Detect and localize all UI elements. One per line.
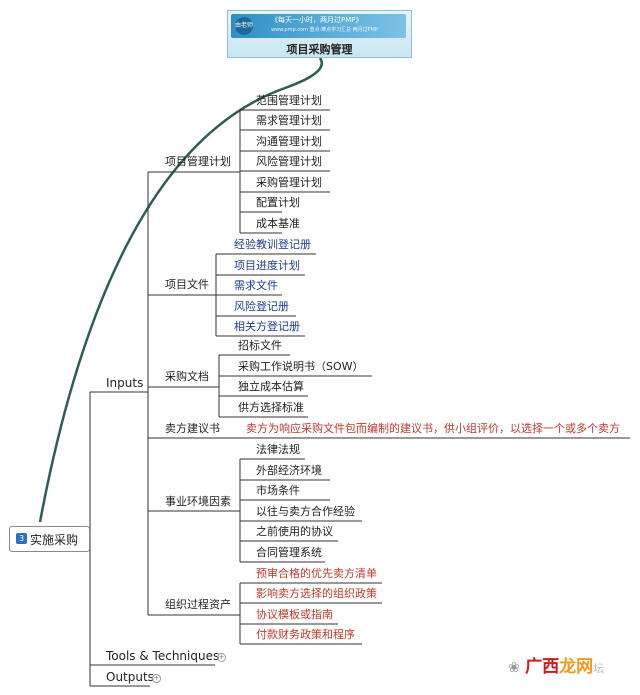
expand-icon[interactable]: + [152,674,161,683]
list-item[interactable]: 独立成本估算 [238,380,304,393]
watermark-logo: ❀ 广西龙网坛 [508,652,604,677]
list-item[interactable]: 市场条件 [256,484,300,497]
expand-icon[interactable]: + [217,653,226,662]
root-node[interactable]: 由老师 《每天一小时，两月过PMP》 www.pmp.com 重点·难点学习汇总… [227,10,412,58]
watermark-part: 广西 [525,657,560,677]
list-item[interactable]: 协议模板或指南 [256,608,333,621]
group-label[interactable]: 采购文档 [165,370,209,383]
watermark-part: 龙网 [559,657,594,677]
root-title: 项目采购管理 [286,43,353,56]
list-item[interactable]: 采购管理计划 [256,176,322,189]
group-label[interactable]: 卖方建议书 [165,422,220,435]
list-item[interactable]: 相关方登记册 [234,320,300,333]
group-label[interactable]: 事业环境因素 [165,495,231,508]
list-item[interactable]: 付款财务政策和程序 [256,628,355,641]
list-item[interactable]: 风险管理计划 [256,155,322,168]
list-item[interactable]: 以往与卖方合作经验 [256,505,355,518]
wechat-icon: ❀ [508,660,520,676]
list-item[interactable]: 配置计划 [256,196,300,209]
main-node[interactable]: 3 实施采购 [9,526,90,552]
watermark-part: 坛 [593,662,605,675]
list-item[interactable]: 之前使用的协议 [256,525,333,538]
list-item[interactable]: 影响卖方选择的组织政策 [256,587,377,600]
list-item[interactable]: 招标文件 [238,339,282,352]
list-item[interactable]: 经验教训登记册 [234,238,311,251]
list-item[interactable]: 沟通管理计划 [256,135,322,148]
list-item[interactable]: 需求管理计划 [256,114,322,127]
group-label[interactable]: 项目文件 [165,278,209,291]
banner-image: 由老师 《每天一小时，两月过PMP》 www.pmp.com 重点·难点学习汇总… [231,14,406,38]
banner-subtitle: www.pmp.com 重点·难点学习汇总·两月过PMP [271,27,378,33]
branch-inputs[interactable]: Inputs [106,376,144,390]
list-item[interactable]: 外部经济环境 [256,464,322,477]
group-label[interactable]: 项目管理计划 [165,155,231,168]
list-item[interactable]: 合同管理系统 [256,546,322,559]
main-number-badge: 3 [16,533,27,544]
list-item[interactable]: 法律法规 [256,443,300,456]
list-item[interactable]: 需求文件 [234,279,278,292]
root-to-main-curve [38,57,323,523]
list-item[interactable]: 供方选择标准 [238,401,304,414]
list-item[interactable]: 预审合格的优先卖方清单 [256,567,377,580]
list-item[interactable]: 采购工作说明书（SOW） [238,360,364,373]
banner-logo: 由老师 [235,17,253,35]
list-item[interactable]: 风险登记册 [234,300,289,313]
banner-title: 《每天一小时，两月过PMP》 [271,16,363,24]
branch-outputs[interactable]: Outputs [106,670,154,684]
list-item[interactable]: 范围管理计划 [256,94,322,107]
list-item[interactable]: 项目进度计划 [234,259,300,272]
group-label[interactable]: 组织过程资产 [165,598,231,611]
list-item[interactable]: 成本基准 [256,217,300,230]
main-label: 实施采购 [30,533,79,547]
list-item[interactable]: 卖方为响应采购文件包而编制的建议书，供小组评价，以选择一个或多个卖方 [246,422,620,435]
branch-tools[interactable]: Tools & Techniques [106,649,220,663]
